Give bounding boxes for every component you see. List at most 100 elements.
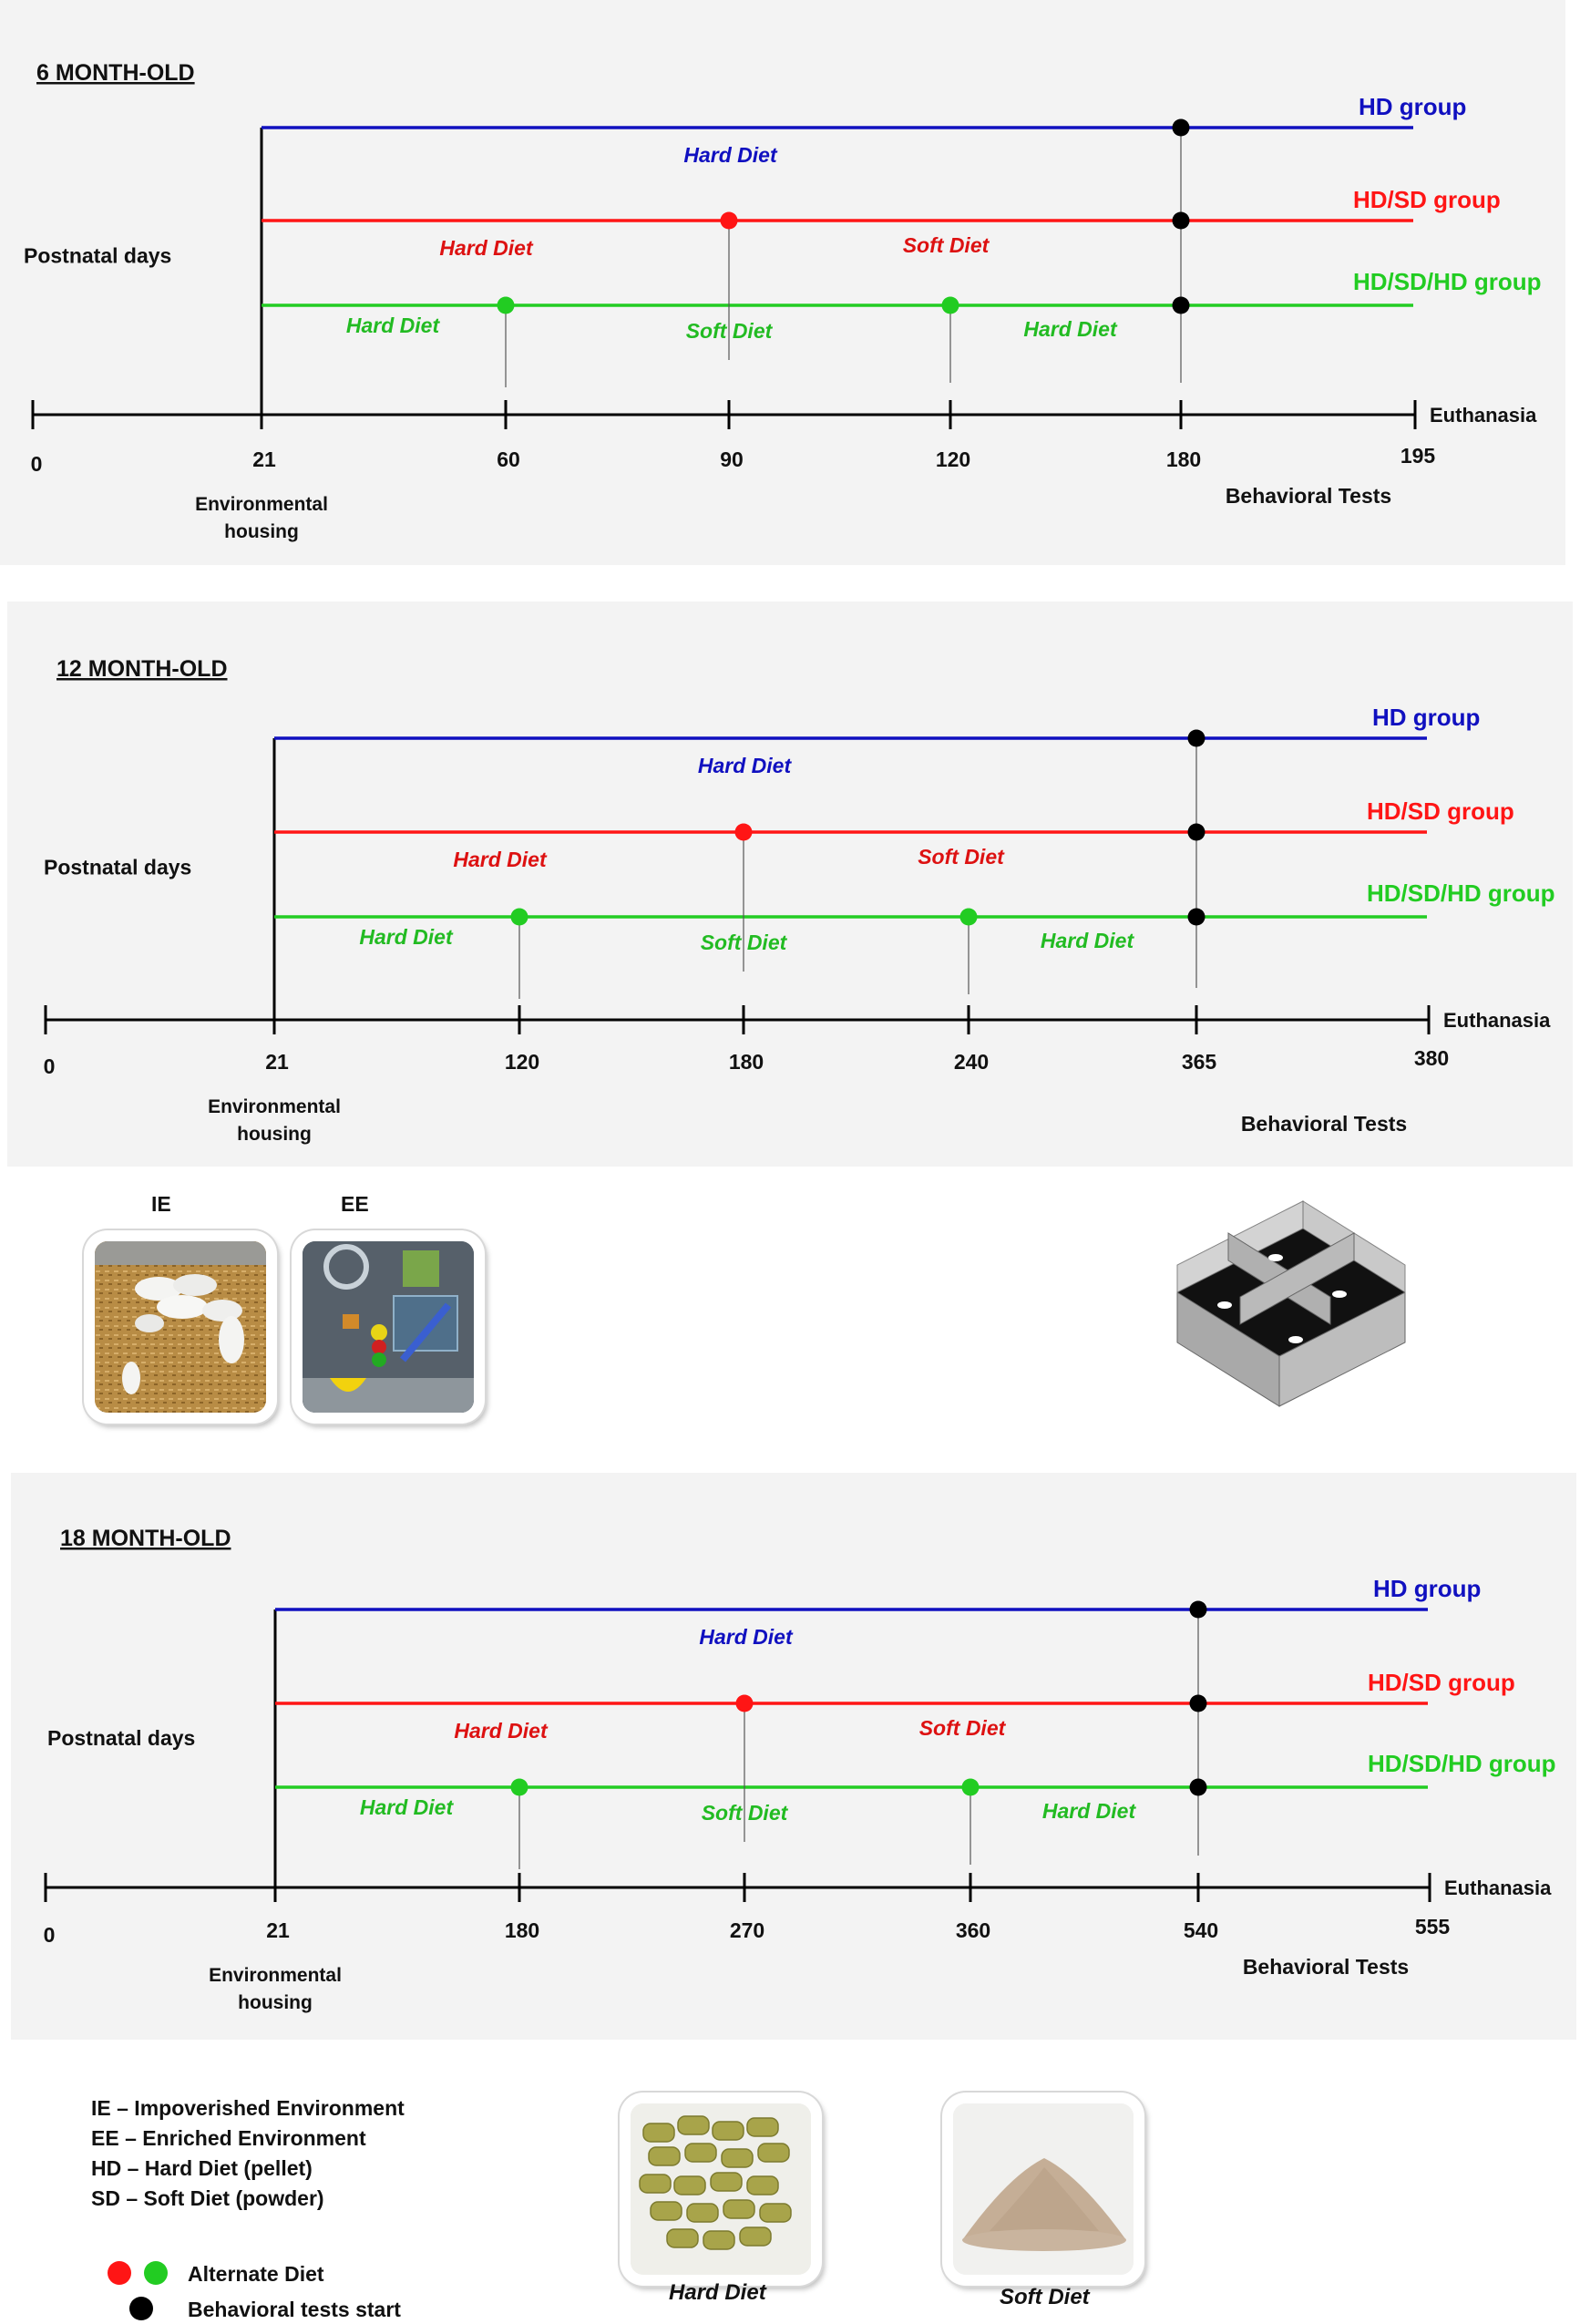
pellets-image [631, 2103, 811, 2275]
axis-tick-label: 180 [1166, 447, 1201, 471]
behavioral-test-dot [1189, 1694, 1207, 1712]
behavioral-test-dot [1189, 1600, 1207, 1619]
environmental-housing-label: Environmental [209, 1965, 342, 1986]
hdsdhd-diet-label: Hard Diet [1041, 929, 1135, 952]
ee-label: EE [341, 1192, 369, 1216]
soft-diet-caption: Soft Diet [1000, 2285, 1090, 2309]
red-dot-marker [108, 2261, 131, 2285]
environmental-housing-label: housing [237, 1124, 312, 1145]
environmental-housing-label: housing [224, 521, 299, 542]
behavioral-test-dot [1172, 118, 1190, 137]
timeline-diagram-18-month: 18 MONTH-OLD Postnatal days HD groupHD/SD … [44, 1526, 1556, 2013]
diet-switch-dot [497, 296, 515, 314]
axis-tick-label: 120 [936, 447, 970, 471]
hdsd-diet-label: Soft Diet [919, 1716, 1007, 1740]
impoverished-environment-photo [84, 1230, 277, 1424]
axis-tick-label: 195 [1400, 444, 1436, 468]
diet-switch-dot [510, 1778, 528, 1796]
euthanasia-label: Euthanasia [1443, 1009, 1551, 1032]
hdsd-group-label: HD/SD group [1367, 797, 1514, 825]
legend-ie: IE – Impoverished Environment [91, 2096, 405, 2120]
hdsdhd-diet-label: Hard Diet [1042, 1799, 1137, 1823]
axis-tick-label: 270 [730, 1918, 764, 1942]
hdsd-group-label: HD/SD group [1368, 1669, 1515, 1696]
hdsd-diet-label: Soft Diet [903, 233, 990, 257]
axis-tick-label: 540 [1184, 1918, 1218, 1942]
behavioral-test-dot [1187, 729, 1206, 747]
axis-tick-label: 555 [1415, 1915, 1451, 1938]
diet-switch-dot [959, 908, 978, 926]
euthanasia-label: Euthanasia [1444, 1877, 1552, 1899]
hd-group-diet-label: Hard Diet [698, 754, 793, 777]
mice-on-bedding-image [95, 1241, 266, 1413]
hdsdhd-diet-label: Soft Diet [686, 319, 774, 343]
behavioral-tests-label: Behavioral Tests [1241, 1112, 1407, 1136]
behavioral-test-dot [1187, 823, 1206, 841]
euthanasia-label: Euthanasia [1430, 404, 1537, 427]
axis-tick-label: 365 [1182, 1050, 1217, 1074]
hd-group-label: HD group [1372, 704, 1480, 731]
hdsd-diet-label: Hard Diet [453, 848, 548, 871]
hd-group-label: HD group [1373, 1575, 1481, 1602]
legend-behavioral-start: Behavioral tests start [188, 2298, 401, 2321]
hdsdhd-diet-label: Hard Diet [1023, 317, 1118, 341]
postnatal-days-label: Postnatal days [47, 1726, 195, 1750]
hdsdhd-diet-label: Hard Diet [346, 314, 441, 337]
diet-switch-dot [734, 823, 753, 841]
legend-hd: HD – Hard Diet (pellet) [91, 2156, 313, 2180]
axis-tick-label: 0 [44, 1054, 56, 1078]
hdsd-diet-label: Hard Diet [454, 1719, 549, 1743]
timeline-title: 18 MONTH-OLD [60, 1526, 231, 1551]
green-dot-marker [144, 2261, 168, 2285]
hd-group-diet-label: Hard Diet [699, 1625, 794, 1649]
axis-tick-label: 21 [266, 1918, 290, 1942]
diet-switch-dot [941, 296, 959, 314]
timeline-title: 6 MONTH-OLD [36, 60, 195, 86]
hard-diet-pellet-photo [620, 2093, 822, 2286]
environmental-housing-label: housing [238, 1992, 313, 2013]
axis-tick-label: 180 [505, 1918, 539, 1942]
behavioral-test-dot [1172, 296, 1190, 314]
behavioral-tests-label: Behavioral Tests [1226, 484, 1391, 508]
hd-group-diet-label: Hard Diet [683, 143, 778, 167]
diet-switch-dot [510, 908, 528, 926]
axis-tick-label: 0 [44, 1923, 56, 1947]
axis-tick-label: 120 [505, 1050, 539, 1074]
hdsd-diet-label: Soft Diet [918, 845, 1005, 869]
timeline-title: 12 MONTH-OLD [56, 656, 228, 682]
environmental-housing-label: Environmental [208, 1096, 341, 1117]
axis-tick-label: 90 [720, 447, 744, 471]
ie-label: IE [151, 1192, 171, 1216]
hard-diet-caption: Hard Diet [669, 2280, 766, 2305]
environmental-housing-label: Environmental [195, 494, 328, 515]
axis-tick-label: 180 [729, 1050, 764, 1074]
diet-switch-dot [735, 1694, 754, 1712]
open-field-arena-illustration [1176, 1200, 1406, 1407]
timeline-diagram-12-month: 12 MONTH-OLD Postnatal days HD groupHD/SD … [44, 656, 1555, 1145]
enriched-cage-image [303, 1241, 474, 1413]
hdsd-diet-label: Hard Diet [439, 236, 534, 260]
legend-sd: SD – Soft Diet (powder) [91, 2186, 324, 2210]
hd-group-label: HD group [1359, 93, 1466, 120]
hdsdhd-diet-label: Hard Diet [359, 925, 454, 949]
axis-tick-label: 360 [956, 1918, 990, 1942]
postnatal-days-label: Postnatal days [44, 856, 191, 879]
hdsdhd-diet-label: Hard Diet [360, 1795, 455, 1819]
behavioral-test-dot [1189, 1778, 1207, 1796]
axis-tick-label: 380 [1414, 1046, 1449, 1070]
enriched-environment-photo [292, 1230, 485, 1424]
axis-tick-label: 240 [954, 1050, 989, 1074]
hdsdhd-group-label: HD/SD/HD group [1353, 268, 1542, 295]
axis-tick-label: 0 [31, 452, 43, 476]
behavioral-test-dot [1172, 211, 1190, 230]
postnatal-days-label: Postnatal days [24, 244, 171, 268]
legend-ee: EE – Enriched Environment [91, 2126, 366, 2150]
hdsdhd-diet-label: Soft Diet [702, 1801, 789, 1825]
axis-tick-label: 60 [497, 447, 520, 471]
diet-switch-dot [961, 1778, 980, 1796]
hdsdhd-diet-label: Soft Diet [701, 931, 788, 954]
